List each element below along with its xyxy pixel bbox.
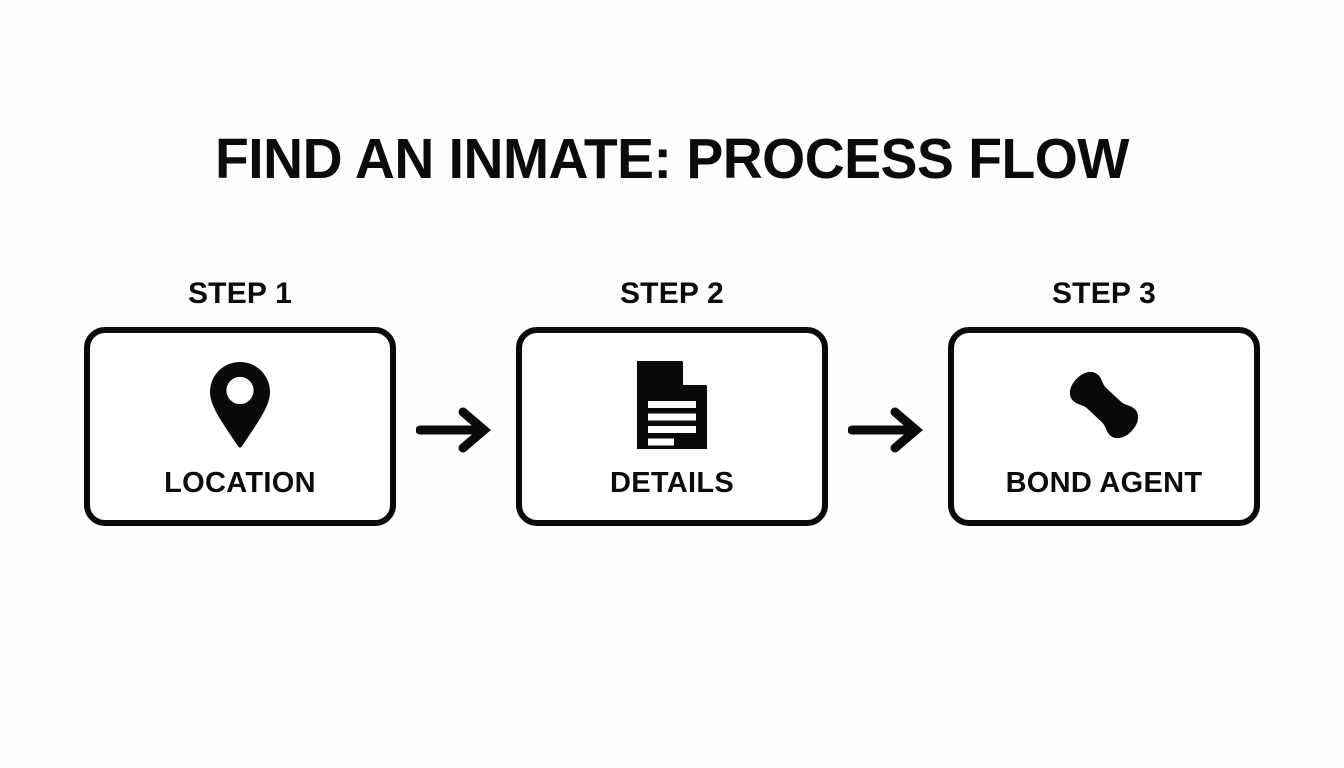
process-flow-row: STEP 1 LOCATION — [84, 277, 1260, 532]
arrow-right-icon-2 — [848, 405, 928, 455]
step-1-box[interactable]: LOCATION — [84, 327, 396, 526]
process-step-1[interactable]: STEP 1 LOCATION — [84, 277, 396, 532]
step-2-box[interactable]: DETAILS — [516, 327, 828, 526]
step-2-title: DETAILS — [609, 467, 734, 499]
step-2-number-label: STEP 2 — [619, 277, 725, 310]
document-icon — [637, 361, 707, 449]
step-1-number-label: STEP 1 — [187, 277, 293, 310]
step-3-icon-wrap — [954, 359, 1254, 451]
step-2-icon-wrap — [522, 359, 822, 451]
page-title: FIND AN INMATE: PROCESS FLOW — [214, 127, 1130, 191]
step-3-box[interactable]: BOND AGENT — [948, 327, 1260, 526]
step-3-title: BOND AGENT — [1005, 467, 1203, 499]
step-3-number-label: STEP 3 — [1051, 277, 1157, 310]
process-step-3[interactable]: STEP 3 BOND AGENT — [948, 277, 1260, 532]
map-pin-icon — [209, 361, 271, 449]
arrow-right-icon-1 — [416, 405, 496, 455]
step-1-title: LOCATION — [164, 467, 316, 499]
process-step-2[interactable]: STEP 2 DETAILS — [516, 277, 828, 532]
phone-icon — [1064, 365, 1144, 445]
step-1-icon-wrap — [90, 359, 390, 451]
